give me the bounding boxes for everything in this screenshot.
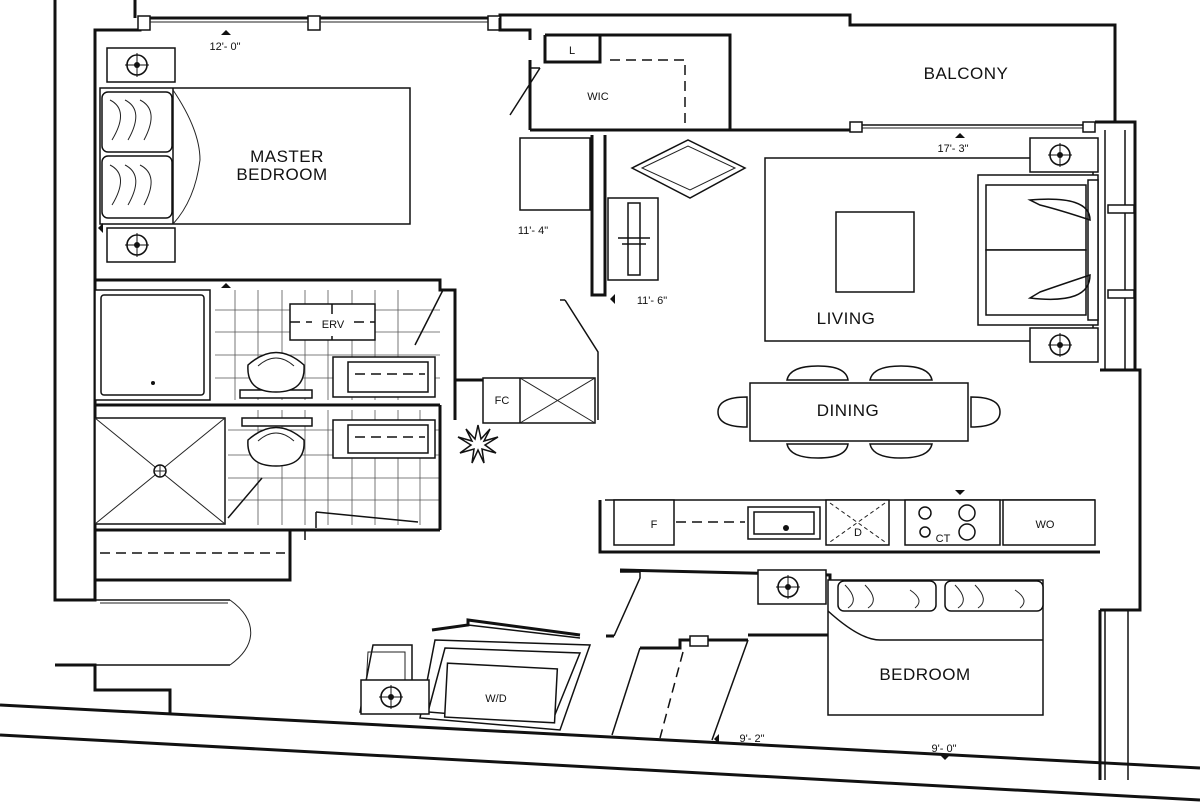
dining-table <box>749 382 969 442</box>
fc-label: FC <box>495 395 510 407</box>
fan-coil: FC <box>453 377 596 464</box>
wall-oven <box>1002 499 1096 546</box>
dining-label: DINING <box>817 401 880 420</box>
ceiling-light-icon <box>106 227 176 263</box>
living-label: LIVING <box>817 309 876 328</box>
ceiling-lights <box>106 47 1099 715</box>
kitchen: F D CT WO <box>598 490 1100 554</box>
ensuite-bath: ERV <box>93 289 455 532</box>
bedroom: BEDROOM 9'- 0" 9'- 2" <box>606 568 1044 760</box>
balcony: BALCONY <box>849 25 1117 133</box>
bedroom-width-dimension: 9'- 0" <box>932 743 957 755</box>
dishwasher-label: D <box>854 527 862 539</box>
fridge-label: F <box>651 519 658 531</box>
fridge <box>613 499 675 546</box>
wic-linen-label: L <box>569 45 575 57</box>
tv-screen <box>627 202 641 276</box>
coffee-table <box>835 211 915 293</box>
washer-dryer <box>443 662 559 724</box>
armchair <box>630 139 747 199</box>
main-bath <box>94 405 442 530</box>
master-bedroom-label-2: BEDROOM <box>236 165 327 184</box>
ceiling-light-icon <box>1029 137 1099 173</box>
bedroom-label: BEDROOM <box>879 665 970 684</box>
plant-icon <box>457 424 499 464</box>
balcony-label: BALCONY <box>924 64 1009 83</box>
master-bedroom-label-1: MASTER <box>250 147 324 166</box>
hall-closet: 11'- 6" <box>519 135 667 420</box>
living-depth-dimension: 11'- 6" <box>637 295 667 307</box>
ceiling-light-icon <box>360 679 430 715</box>
living-width-dimension: 17'- 3" <box>937 143 968 155</box>
wd-label: W/D <box>485 693 506 705</box>
vanity <box>332 356 436 398</box>
erv-label: ERV <box>322 319 345 331</box>
bedroom-depth-dimension: 9'- 2" <box>740 733 765 745</box>
entry-closet <box>93 528 306 582</box>
cooktop-label: CT <box>936 533 951 545</box>
living-room: LIVING 17'- 3" <box>630 133 1099 342</box>
ceiling-light-icon <box>1029 327 1099 363</box>
dining-area: DINING <box>717 365 1001 459</box>
wic-label: WIC <box>587 91 608 103</box>
vanity-2 <box>332 419 436 459</box>
master-depth-dimension: 11'- 4" <box>518 225 548 237</box>
walk-in-closet: L WIC <box>509 33 850 132</box>
ceiling-light-icon <box>106 47 176 83</box>
cooktop <box>904 499 1001 546</box>
master-bedroom: MASTER BEDROOM 12'- 0" 11'- 4" <box>95 18 548 382</box>
master-width-dimension: 12'- 0" <box>209 41 240 53</box>
ceiling-light-icon <box>757 569 827 605</box>
wall-oven-label: WO <box>1036 519 1055 531</box>
